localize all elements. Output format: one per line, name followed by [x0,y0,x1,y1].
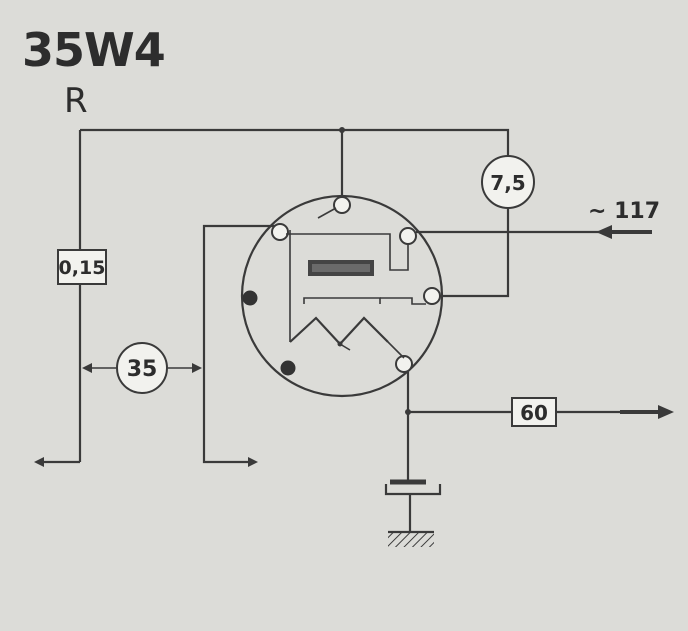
mains-input-label: ~ 117 [588,199,660,224]
capacitor-plate-bottom [384,484,442,496]
mains-input-arrow [596,225,612,239]
resistor-box-left [57,249,107,285]
lamp-to-pin-wire [440,208,510,298]
tube-heater [289,316,389,346]
pin-right-middle[interactable] [423,287,441,305]
heater-return-arrow [248,457,258,467]
tube-cathode [303,297,381,304]
top-pin-link [317,207,337,219]
pilot-lamp-label: 7,5 [490,171,525,195]
tube-type-label: 35W4 [22,23,165,77]
heater-lead-right [387,341,405,359]
pin-top[interactable] [333,196,351,214]
top-bus-wire [80,128,510,158]
dc-output-arrow [658,405,674,419]
heater-voltage-label: 35 [127,357,158,382]
ground-hatch [388,533,434,547]
dc-output-box [511,397,557,427]
pin-left-lower-blank [280,360,296,376]
tube-anode-bar-inner [312,264,370,272]
internal-plate-wire [286,233,409,271]
heater-voltage-circle [116,342,168,394]
pin-right-upper[interactable] [399,227,417,245]
pin-right-lower[interactable] [395,355,413,373]
dc-output-label: 60 [520,401,548,425]
heater-arrow-left [82,363,92,373]
socket-code-label: R [64,81,88,121]
left-output-arrow [34,457,44,467]
junction-dot [339,127,345,133]
cathode-to-pin [380,297,426,305]
heater-return-wire [202,224,278,464]
heater-arrow-right [192,363,202,373]
resistor-box-left-label: 0,15 [59,257,106,279]
heater-tap-line [339,343,351,351]
pin-left-upper[interactable] [271,223,289,241]
pin-left-middle-blank [242,290,258,306]
